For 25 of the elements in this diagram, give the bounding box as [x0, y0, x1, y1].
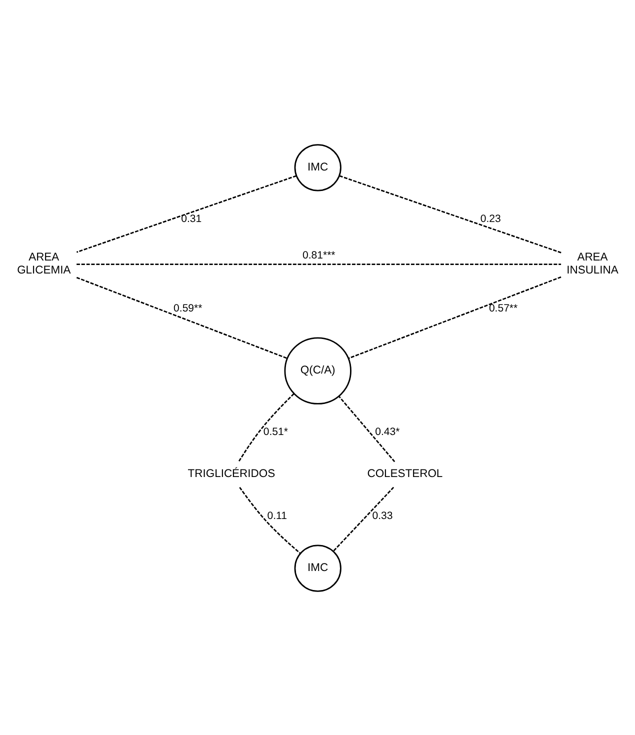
node-circle: IMC — [294, 544, 342, 592]
edge-label: 0.11 — [267, 509, 287, 522]
connector — [238, 392, 294, 462]
connector — [332, 486, 394, 552]
edge-label: 0.33 — [372, 509, 393, 522]
edge-label: 0.23 — [480, 212, 501, 225]
edge-label: 0.31 — [181, 212, 202, 225]
node-text: AREA INSULINA — [566, 251, 618, 276]
node-circle: Q(C/A) — [284, 336, 352, 404]
connector — [76, 263, 562, 264]
connector — [339, 174, 562, 253]
node-circle: IMC — [294, 144, 342, 191]
node-text: AREA GLICEMIA — [17, 251, 71, 276]
edge-label: 0.43* — [375, 426, 400, 438]
edge-label: 0.81*** — [302, 249, 336, 262]
connector — [338, 395, 396, 462]
connector — [239, 486, 301, 554]
connector — [76, 276, 288, 359]
edge-label: 0.57** — [488, 302, 518, 314]
connector — [348, 276, 562, 359]
edge-label: 0.59** — [174, 302, 202, 314]
node-text: TRIGLICÉRIDOS — [188, 468, 276, 480]
connector — [76, 174, 297, 252]
edge-label: 0.51* — [263, 426, 288, 438]
node-text: COLESTEROL — [367, 468, 443, 480]
